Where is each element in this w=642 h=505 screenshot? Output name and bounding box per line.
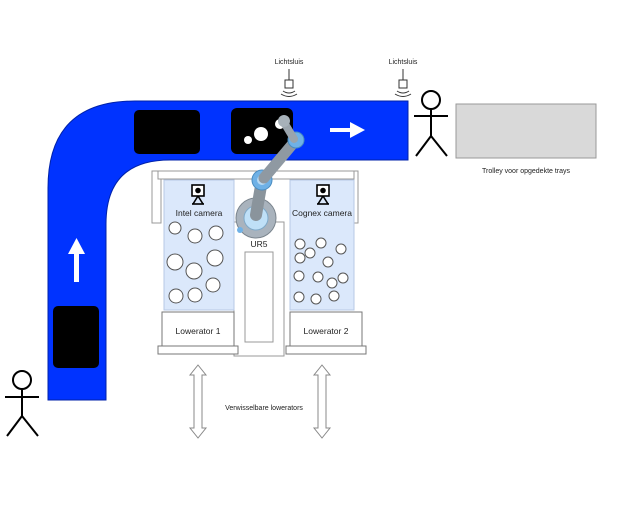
lowerator-1 (157, 311, 239, 355)
cognex-zone-items (293, 237, 349, 305)
light-barrier-sensor-left: Lichtsluis (275, 59, 304, 97)
tray-left-top (134, 110, 200, 154)
lowerator-2 (285, 311, 367, 355)
conveyor-belt (47, 100, 409, 401)
ur5-robot-arm (235, 115, 305, 239)
intel-camera-zone (163, 179, 235, 311)
trolley-box (455, 103, 597, 159)
double-arrow-icon (312, 364, 332, 439)
sensor-label: Lichtsluis (275, 59, 304, 66)
cognex-camera-label: Cognex camera (292, 208, 352, 218)
stick-figure-icon (5, 370, 39, 437)
stick-figure-icon (414, 90, 448, 157)
arrow-right-icon (330, 122, 365, 138)
trolley-label: Trolley voor opgedekte trays (482, 168, 571, 175)
light-barrier-sensor-right: Lichtsluis (389, 59, 418, 97)
intel-zone-items (166, 221, 224, 304)
intel-camera-label: Intel camera (176, 208, 223, 218)
camera-icon (191, 184, 205, 205)
swappable-lowerators-label: Verwisselbare lowerators (225, 405, 303, 412)
ur5-label: UR5 (250, 239, 267, 249)
tray-item (254, 127, 268, 141)
double-arrow-icon (188, 364, 208, 439)
tray-left-bottom (53, 306, 99, 368)
lowerator-2-label: Lowerator 2 (304, 326, 349, 336)
lowerator-1-label: Lowerator 1 (176, 326, 221, 336)
tray-item (244, 136, 252, 144)
arrow-up-icon (68, 238, 85, 282)
camera-icon (316, 184, 330, 205)
sensor-label: Lichtsluis (389, 59, 418, 66)
